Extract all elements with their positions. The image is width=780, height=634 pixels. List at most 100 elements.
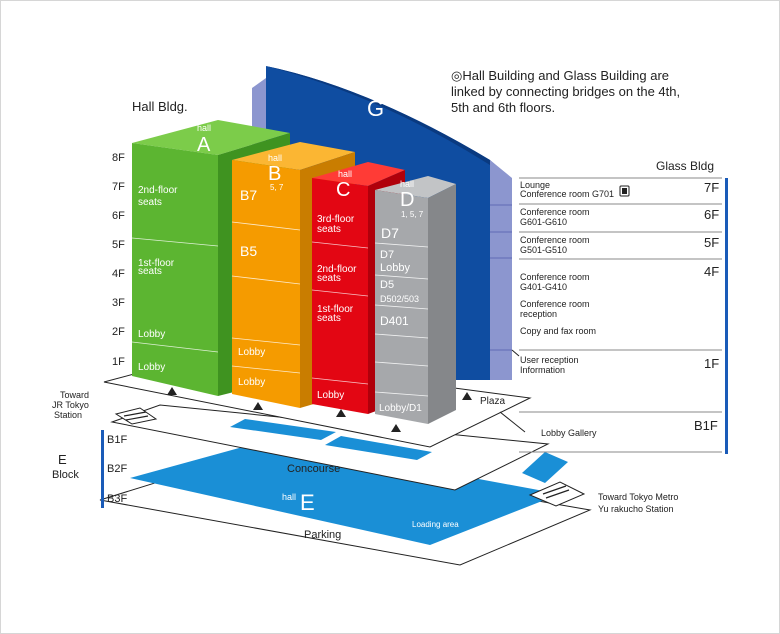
floor-3f: 3F xyxy=(112,297,125,309)
glass-7f-line1: Lounge xyxy=(520,180,550,190)
hall-b-room-b7: B7 xyxy=(240,187,257,203)
toward-jr-line3: Station xyxy=(54,410,82,420)
concourse-label: Concourse xyxy=(287,463,340,475)
e-block: E Block B1F B2F B3F xyxy=(52,430,127,508)
metro-stairs-lines xyxy=(542,485,570,499)
glass-bldg-title: Glass Bldg xyxy=(656,159,714,173)
glass-bldg-accent-bar xyxy=(725,178,728,454)
hall-b-lobby-1f: Lobby xyxy=(238,377,265,388)
e-block-accent-bar xyxy=(101,430,104,508)
toward-metro-label: Toward Tokyo Metro Yu rakucho Station xyxy=(598,492,678,514)
hall-a-seats-1f-line2: seats xyxy=(138,266,162,277)
hall-d-room-d502: D502/503 xyxy=(380,294,419,304)
glass-bldg-leader-lines xyxy=(499,349,526,433)
hall-c-front xyxy=(312,178,368,414)
hall-b-top xyxy=(232,142,355,170)
hall-a-lobby-1f: Lobby xyxy=(138,362,165,373)
hall-d-lobby-d1: Lobby/D1 xyxy=(379,403,422,414)
glass-b1f-floor: B1F xyxy=(694,418,718,433)
glass-floor-7f: Lounge Conference room G701 7F xyxy=(520,180,719,199)
hall-d-room-d7: D7 xyxy=(381,225,399,241)
jr-stairs-lines xyxy=(123,411,149,421)
glass-7f-floor: 7F xyxy=(704,180,719,195)
hall-d-room-d7-lower: D7 xyxy=(380,249,394,261)
hall-c-seats-1f-line1: 1st-floor xyxy=(317,304,354,315)
floor-5f: 5F xyxy=(112,239,125,251)
glass-7f-line2: Conference room G701 xyxy=(520,189,614,199)
floor-2f: 2F xyxy=(112,326,125,338)
toward-jr-label: Toward JR Tokyo Station xyxy=(52,390,89,420)
glass-6f-floor: 6F xyxy=(704,207,719,222)
glass-1f-line2: Information xyxy=(520,365,565,375)
hall-a-letter: A xyxy=(197,134,211,156)
hall-a-small-label: hall xyxy=(197,123,211,133)
floor-4f: 4F xyxy=(112,268,125,280)
plaza-label: Plaza xyxy=(480,396,505,407)
glass-floor-1f: User reception Information 1F xyxy=(520,355,719,375)
hall-d: hall D 1, 5, 7 D7 D7 Lobby D5 D502/503 D… xyxy=(374,176,456,424)
hall-e-plane xyxy=(130,440,560,545)
hall-a-top xyxy=(132,120,290,155)
floor-numbers: 8F 7F 6F 5F 4F 3F 2F 1F xyxy=(112,152,125,368)
glass-building-side-lines xyxy=(490,204,512,351)
hall-c-seats-2f-line1: 2nd-floor xyxy=(317,264,357,275)
toward-jr-line1: Toward xyxy=(60,390,89,400)
glass-4f-line3: Conference room xyxy=(520,299,590,309)
entrance-arrow-a xyxy=(167,387,177,395)
hall-a-seats-2f-line2: seats xyxy=(138,197,162,208)
e-block-letter: E xyxy=(58,452,67,467)
floor-1f: 1F xyxy=(112,356,125,368)
hall-a-seats-2f-line1: 2nd-floor xyxy=(138,185,178,196)
hall-b-room-b5: B5 xyxy=(240,243,257,259)
loading-area-label: Loading area xyxy=(412,520,459,529)
glass-5f-line1: Conference room xyxy=(520,235,590,245)
glass-4f-line4: reception xyxy=(520,309,557,319)
hall-a-lobby-2f: Lobby xyxy=(138,329,165,340)
glass-4f-floor: 4F xyxy=(704,264,719,279)
note-line-3: 5th and 6th floors. xyxy=(451,100,555,115)
hall-e-letter: E xyxy=(300,490,315,515)
hall-bldg-title: Hall Bldg. xyxy=(132,99,188,114)
glass-6f-line1: Conference room xyxy=(520,207,590,217)
plaza-walkway-right xyxy=(325,436,432,460)
entrance-arrow-plaza xyxy=(462,392,472,400)
toward-metro-line2: Yu rakucho Station xyxy=(598,504,674,514)
metro-walkway xyxy=(522,452,568,483)
hall-e-small-label: hall xyxy=(282,492,296,502)
floor-7f: 7F xyxy=(112,181,125,193)
hall-b-floors: 5, 7 xyxy=(270,183,284,192)
hall-d-side xyxy=(428,184,456,424)
glass-b1f-line1: Lobby Gallery xyxy=(541,428,597,438)
hall-a-seats-1f-line1: 1st-floor xyxy=(138,258,175,269)
hall-c-lobby: Lobby xyxy=(317,390,344,401)
hall-c-seats-3f-line2: seats xyxy=(317,224,341,235)
hall-c-seats-1f-line2: seats xyxy=(317,313,341,324)
glass-6f-line2: G601-G610 xyxy=(520,217,567,227)
hall-d-top xyxy=(375,176,456,198)
glass-5f-line2: G501-G510 xyxy=(520,245,567,255)
glass-floor-5f: Conference room G501-G510 5F xyxy=(520,235,719,255)
glass-floor-b1f: Lobby Gallery B1F xyxy=(541,418,718,438)
glass-building-side xyxy=(490,160,512,380)
entrance-arrow-c xyxy=(336,409,346,417)
hall-b-front xyxy=(232,160,300,408)
e-block-b1f: B1F xyxy=(107,434,127,446)
bridge-note: ◎Hall Building and Glass Building are li… xyxy=(451,68,680,115)
glass-1f-line1: User reception xyxy=(520,355,579,365)
elevator-icon xyxy=(619,185,630,197)
entrance-arrow-d xyxy=(391,424,401,432)
hall-c-seats-2f-line2: seats xyxy=(317,273,341,284)
glass-4f-line2: G401-G410 xyxy=(520,282,567,292)
note-line-2: linked by connecting bridges on the 4th, xyxy=(451,84,680,99)
e-block-b3f: B3F xyxy=(107,493,127,505)
floor-6f: 6F xyxy=(112,210,125,222)
hall-c-letter: C xyxy=(336,179,350,201)
toward-jr-line2: JR Tokyo xyxy=(52,400,89,410)
parking-label: Parking xyxy=(304,529,341,541)
hall-a-front xyxy=(132,143,218,396)
hall-d-lobby-7f: Lobby xyxy=(380,262,410,274)
glass-letter-g: G xyxy=(367,96,384,121)
entrance-arrow-b xyxy=(253,402,263,410)
hall-d-floors: 1, 5, 7 xyxy=(401,210,424,219)
